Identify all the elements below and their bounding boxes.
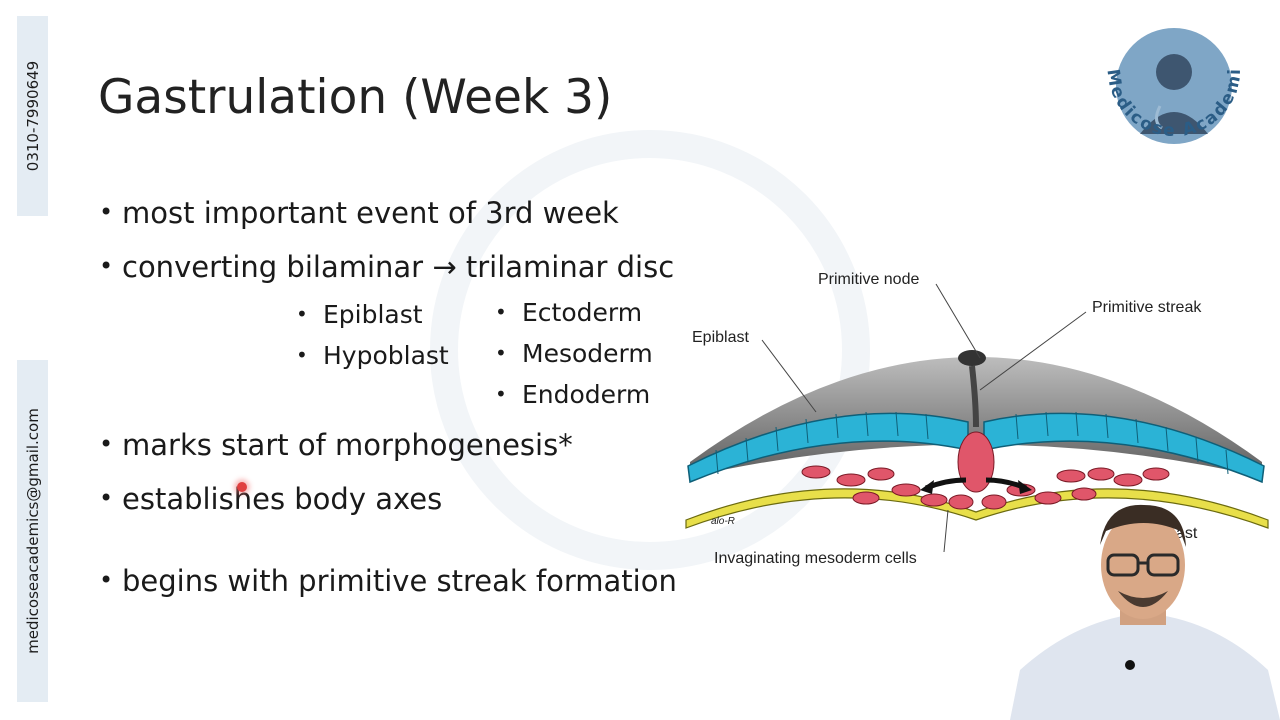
laser-pointer: [237, 482, 247, 492]
phone-number: 0310-7990649: [23, 60, 42, 172]
leader-epiblast: [761, 339, 817, 413]
leader-invaginating: [943, 509, 949, 553]
primitive-groove: [969, 365, 979, 428]
sub-bullet-hypoblast: Hypoblast: [296, 341, 449, 370]
gastrulation-diagram: Primitive node Primitive streak Epiblast…: [685, 271, 1269, 567]
phone-tab: 0310-7990649: [17, 16, 48, 216]
email-tab: medicoseacademics@gmail.com: [17, 360, 48, 702]
arrow-left-head: [920, 480, 934, 494]
stethoscope-icon: [1155, 105, 1163, 130]
email-address: medicoseacademics@gmail.com: [23, 408, 42, 654]
bullet-morphogenesis: marks start of morphogenesis*: [99, 428, 573, 462]
bullet-most-important-event: most important event of 3rd week: [99, 196, 619, 230]
bullet-primitive-streak: begins with primitive streak formation: [99, 564, 677, 598]
presenter-beard: [1118, 591, 1168, 607]
leader-primitive-streak: [979, 311, 1087, 391]
epiblast-right: [983, 412, 1265, 484]
arrow-right-head: [1018, 480, 1032, 494]
primitive-pit: [958, 350, 986, 366]
presenter-glasses-right: [1146, 553, 1180, 577]
sub-bullet-epiblast: Epiblast: [296, 300, 422, 329]
presenter-shirt: [1010, 615, 1280, 720]
bullet-bilaminar-to-trilaminar: converting bilaminar → trilaminar disc: [99, 250, 674, 284]
label-invaginating-mesoderm: Invaginating mesoderm cells: [714, 550, 917, 567]
label-epiblast: Epiblast: [692, 329, 749, 346]
label-primitive-streak: Primitive streak: [1092, 299, 1202, 316]
sub-bullet-endoderm: Endoderm: [495, 380, 650, 409]
doctor-head-icon: [1156, 54, 1192, 90]
bullet-body-axes: establishes body axes: [99, 482, 442, 516]
leader-primitive-node: [935, 283, 981, 359]
label-primitive-node: Primitive node: [818, 271, 919, 288]
presenter-video: [1010, 504, 1280, 720]
mesoderm-cells: [801, 431, 1170, 510]
medicose-academics-logo: Medicose Academics: [1088, 14, 1243, 144]
sub-bullet-ectoderm: Ectoderm: [495, 298, 642, 327]
presenter-face: [1101, 511, 1185, 619]
presenter-glasses-left: [1106, 553, 1140, 577]
presenter-hair: [1100, 504, 1186, 547]
slide-title: Gastrulation (Week 3): [98, 70, 613, 125]
lapel-mic-icon: [1125, 660, 1135, 670]
epiblast-cell-borders: [715, 411, 1229, 475]
sub-bullet-mesoderm: Mesoderm: [495, 339, 653, 368]
artist-signature: alo-R: [711, 516, 735, 527]
